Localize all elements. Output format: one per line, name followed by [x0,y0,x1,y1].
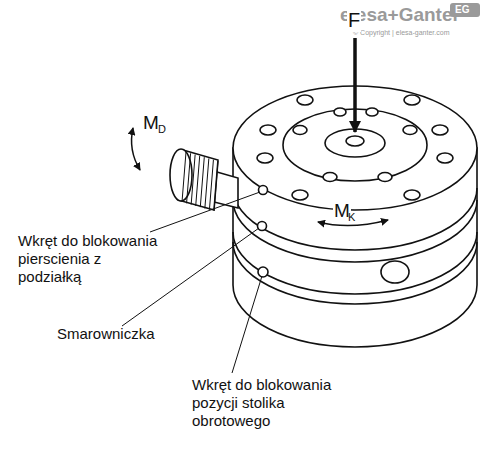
torque-subscript: K [348,211,355,224]
torque-symbol: M [143,112,159,135]
torque-subscript: D [158,123,166,136]
logo-badge-text: EG [455,4,469,16]
callout-label: Wkręt do blokowania pozycji stolika obro… [192,376,342,430]
force-symbol: F [347,8,361,32]
callout-label: Wkręt do blokowania pierscienia z podzia… [18,232,168,286]
torque-arrow [132,128,140,170]
copyright-watermark: © Copyright | elesa-ganter.com [353,29,449,37]
leader-line [122,192,262,373]
indexing-knob [170,149,238,211]
force-arrow [353,38,357,132]
callout-label: Smarowniczka [57,325,155,343]
